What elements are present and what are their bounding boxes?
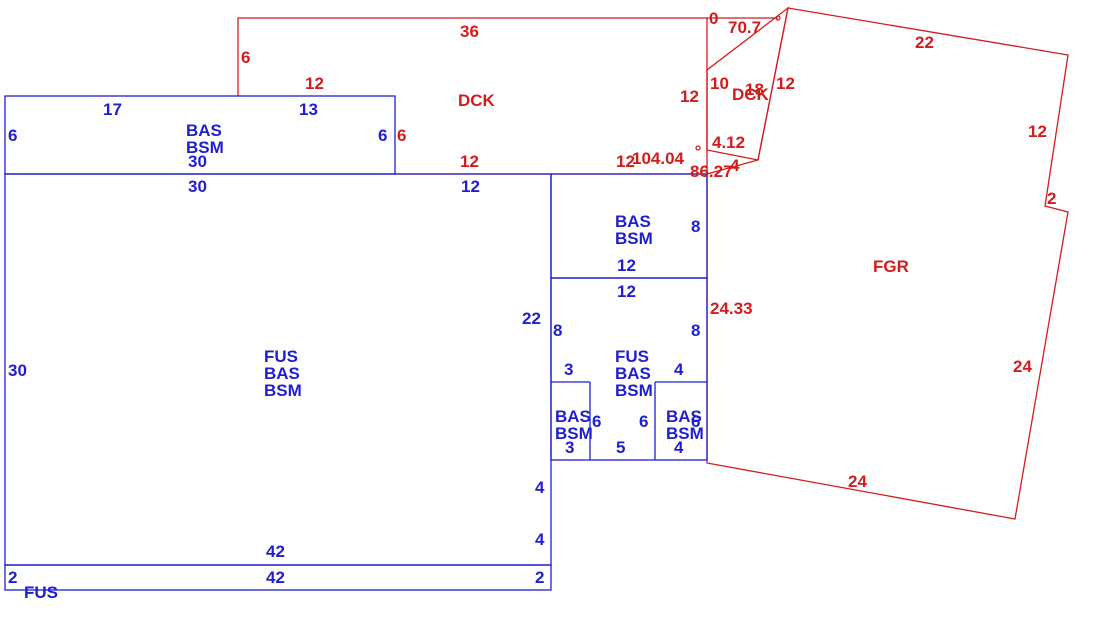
dim-main-top-right: 12	[461, 177, 480, 196]
area-bottom-strip: FUS	[24, 583, 58, 602]
dim-ul-top: 17	[103, 100, 122, 119]
area-right-middle-3: BSM	[615, 381, 653, 400]
building-labels: 17 13 6 6 BAS BSM 30 30 12 30 22 FUS BAS…	[8, 100, 704, 602]
area-deck-top: DCK	[458, 91, 496, 110]
dim-mid-inner: 6	[639, 412, 648, 431]
area-small-left-1: BAS	[555, 407, 591, 426]
area-main-3: BSM	[264, 381, 302, 400]
dim-dck-pt7: 104.04	[632, 149, 685, 168]
dim-dck-step-right: 6	[397, 126, 406, 145]
area-deck-small: DCK	[732, 85, 770, 104]
dim-main-step1: 4	[535, 478, 545, 497]
dim-dck-pt4: 12	[776, 74, 795, 93]
area-upper-left-1: BAS	[186, 121, 222, 140]
dim-main-step2: 4	[535, 530, 545, 549]
dim-ru-bottom: 12	[617, 256, 636, 275]
dim-rm-left: 8	[553, 321, 562, 340]
dim-fgr-left: 24.33	[710, 299, 753, 318]
dim-mid-bottom: 5	[616, 438, 625, 457]
dim-dck-step: 12	[305, 74, 324, 93]
dim-main-left: 30	[8, 361, 27, 380]
dim-rm-inner-right: 4	[674, 360, 684, 379]
dim-dck-pt8: 86.27	[690, 162, 733, 181]
dim-strip-left: 2	[8, 568, 17, 587]
dim-sr-inner: 6	[691, 412, 700, 431]
dim-dck-pt1: 70.7	[728, 18, 761, 37]
area-right-upper-1: BAS	[615, 212, 651, 231]
dim-dck-bottom: 12	[460, 152, 479, 171]
dim-dck-bottom-right: 12	[616, 152, 635, 171]
dim-dck-right: 12	[680, 87, 699, 106]
dim-main-bottom: 42	[266, 542, 285, 561]
dim-dck-left: 6	[241, 48, 250, 67]
deck-labels: 36 6 12 6 12 12 12 DCK 0 70.7 10 18 12 D…	[241, 9, 795, 181]
area-right-middle-2: BAS	[615, 364, 651, 383]
dim-sl-inner: 6	[592, 412, 601, 431]
dim-fgr-right: 12	[1028, 122, 1047, 141]
dim-sl-bottom: 3	[565, 438, 574, 457]
dim-dck-pt0: 0	[709, 9, 718, 28]
area-small-left-2: BSM	[555, 424, 593, 443]
dim-fgr-right2: 24	[1013, 357, 1032, 376]
dim-dck-pt6: 4	[730, 156, 740, 175]
dim-ul-left: 6	[8, 126, 17, 145]
dim-fgr-top: 22	[915, 33, 934, 52]
dim-ul-bottom: 30	[188, 152, 207, 171]
dim-strip-bottom: 42	[266, 568, 285, 587]
area-main-2: BAS	[264, 364, 300, 383]
area-garage: FGR	[873, 257, 909, 276]
dim-ul-top2: 13	[299, 100, 318, 119]
area-small-right-2: BSM	[666, 424, 704, 443]
dim-rm-inner-left: 3	[564, 360, 573, 379]
area-small-right-1: BAS	[666, 407, 702, 426]
dim-main-top: 30	[188, 177, 207, 196]
dim-dck-pt3: 18	[745, 80, 764, 99]
garage-labels: 22 12 2 24 24 24.33 FGR	[710, 33, 1056, 491]
dim-dck-pt5: 4.12	[712, 133, 745, 152]
area-main-1: FUS	[264, 347, 298, 366]
dim-rm-top: 12	[617, 282, 636, 301]
dim-ul-right: 6	[378, 126, 387, 145]
dim-fgr-notch: 2	[1047, 189, 1056, 208]
dim-ru-right: 8	[691, 217, 700, 236]
dim-sr-bottom: 4	[674, 438, 684, 457]
dim-dck-top: 36	[460, 22, 479, 41]
dim-main-right: 22	[522, 309, 541, 328]
dim-fgr-bottom: 24	[848, 472, 867, 491]
dim-dck-pt2: 10	[710, 74, 729, 93]
garage-outline	[706, 7, 1069, 520]
area-upper-left-2: BSM	[186, 138, 224, 157]
dim-strip-right: 2	[535, 568, 544, 587]
building-outline	[4, 95, 708, 591]
area-right-upper-2: BSM	[615, 229, 653, 248]
dim-rm-right: 8	[691, 321, 700, 340]
area-right-middle-1: FUS	[615, 347, 649, 366]
